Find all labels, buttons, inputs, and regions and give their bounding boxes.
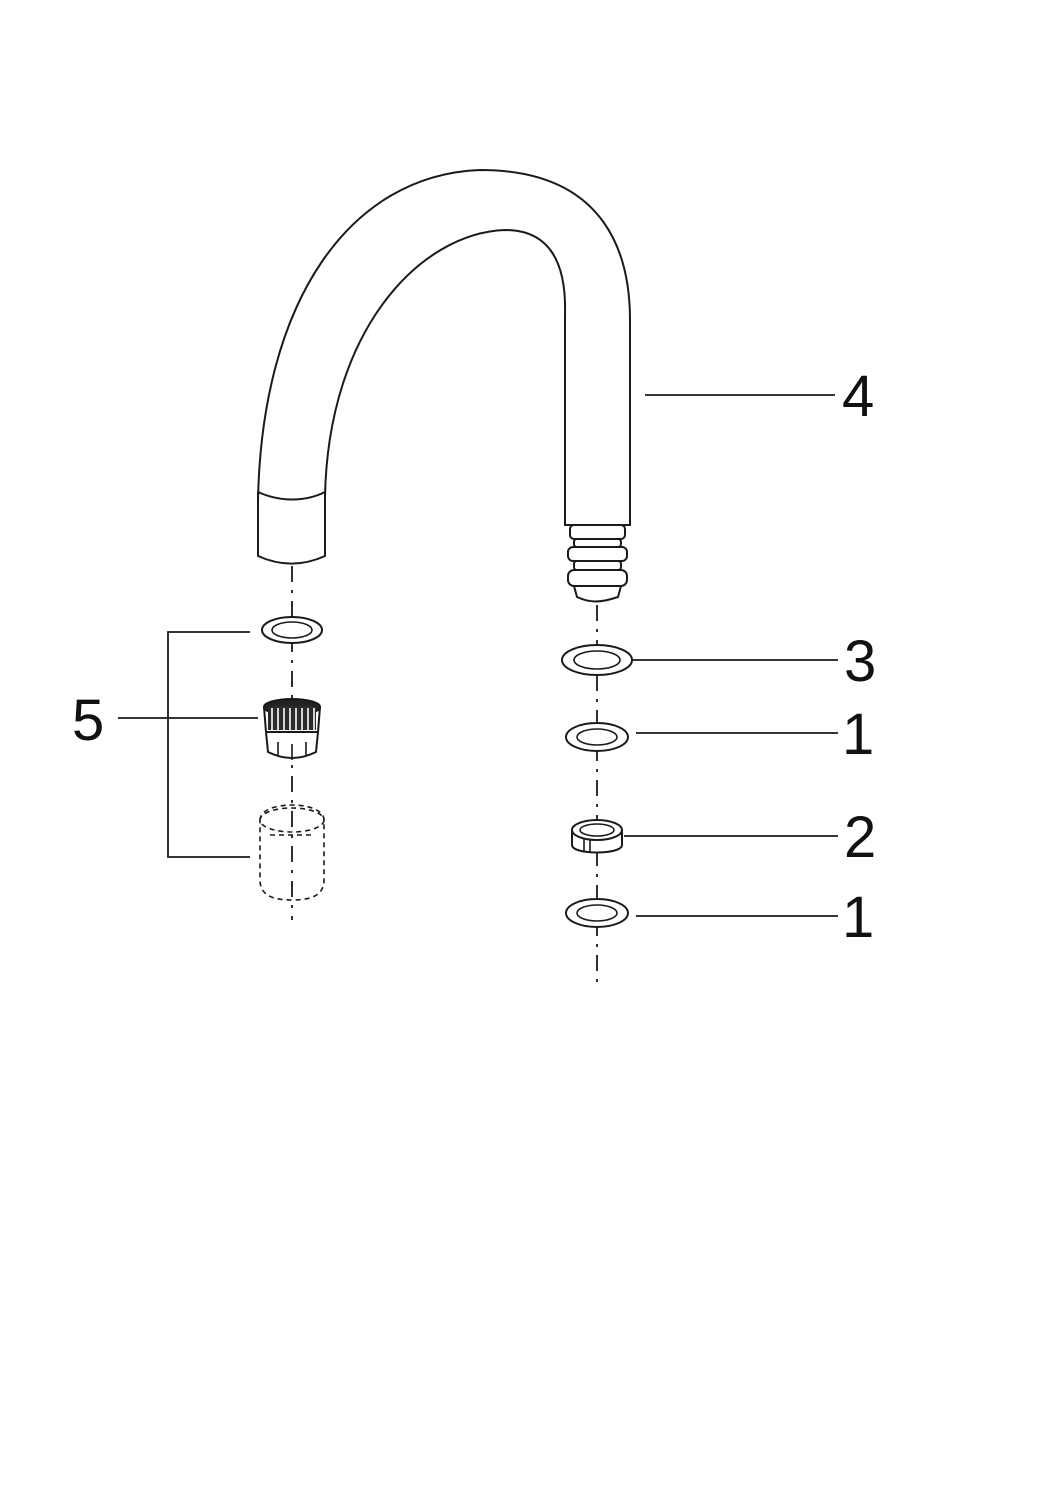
- callout-5-bracket: [167, 631, 250, 858]
- spout-outlet-sleeve: [257, 491, 326, 565]
- spout-base-threads: [564, 524, 631, 603]
- callout-4-label: 4: [842, 364, 875, 429]
- part-2-split-ring: [571, 819, 623, 854]
- outlet-o-ring: [261, 616, 323, 644]
- callout-5-label: 5: [72, 688, 105, 753]
- aerator-housing-ghost: [259, 804, 325, 901]
- callout-1-upper-label: 1: [842, 702, 875, 767]
- part-3-seal-ring: [561, 644, 633, 676]
- spout-inner-curve: [324, 229, 567, 526]
- callout-3-label: 3: [844, 629, 877, 694]
- aerator-insert: [263, 698, 321, 760]
- part-1-o-ring-upper: [565, 722, 629, 752]
- spout-outer-curve: [257, 169, 631, 526]
- part-1-o-ring-lower: [565, 898, 629, 928]
- spout-part: [257, 169, 631, 603]
- callout-2-label: 2: [844, 805, 877, 870]
- callout-1-lower-label: 1: [842, 885, 875, 950]
